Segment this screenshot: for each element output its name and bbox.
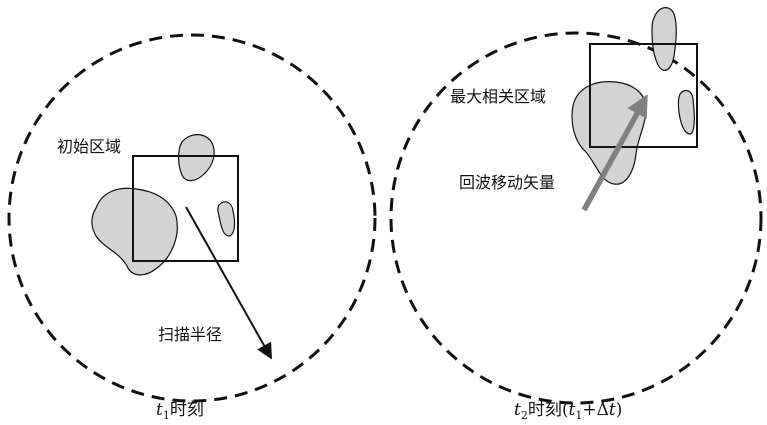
echo-blob-large-left xyxy=(91,187,178,276)
echo-motion-vector-arrow xyxy=(581,94,648,212)
initial-region-box xyxy=(132,155,239,262)
scan-circle-right xyxy=(389,31,763,405)
echo-motion-vector-label: 回波移动矢量 xyxy=(459,173,555,192)
scan-radius-label: 扫描半径 xyxy=(158,325,222,344)
echo-blob-top-right xyxy=(651,7,677,71)
scan-circle-left xyxy=(7,33,377,403)
panel-t2: 最大相关区域 回波移动矢量 t2时刻(t1+Δt) xyxy=(389,7,763,422)
echo-blob-small-left xyxy=(217,201,236,237)
caption-t1: t1时刻 xyxy=(156,400,204,420)
echo-blob-top-left xyxy=(178,134,215,182)
scan-radius-arrow xyxy=(185,206,272,360)
echo-blob-small-right xyxy=(677,89,695,135)
max-correlation-region-box xyxy=(589,43,698,148)
panel-t1: 初始区域 扫描半径 t1时刻 xyxy=(7,33,377,422)
initial-region-label: 初始区域 xyxy=(57,137,121,156)
max-correlation-region-label: 最大相关区域 xyxy=(450,87,546,106)
caption-t2: t2时刻(t1+Δt) xyxy=(514,400,622,420)
